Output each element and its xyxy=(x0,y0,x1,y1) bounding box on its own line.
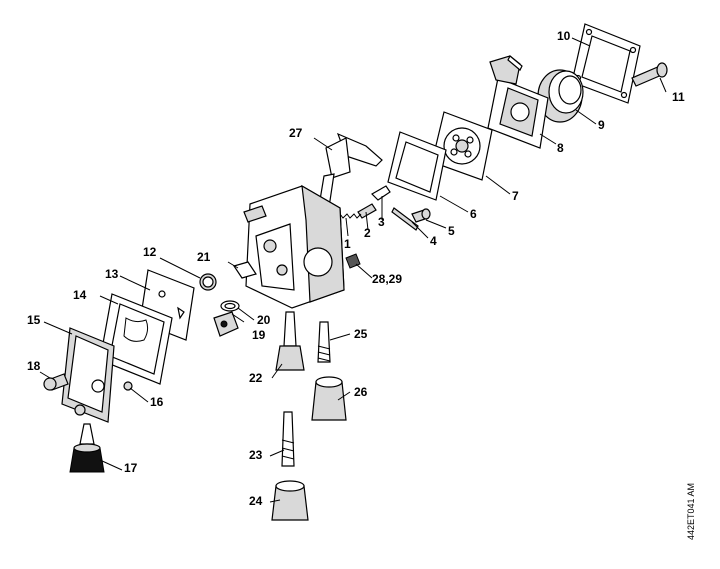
callout-16: 16 xyxy=(150,395,164,409)
part-11-screw xyxy=(631,62,668,87)
part-20-seal-ring xyxy=(220,300,240,312)
callout-25: 25 xyxy=(354,327,368,341)
part-26-limiter-cap xyxy=(311,376,347,421)
part-27-choke-lever xyxy=(317,132,383,215)
callout-5: 5 xyxy=(448,224,455,238)
carburetor-body xyxy=(243,184,345,309)
callout-7: 7 xyxy=(512,189,519,203)
callout-19: 19 xyxy=(252,328,266,342)
part-3-control-lever xyxy=(371,185,391,201)
callout-leader-lines xyxy=(39,37,667,503)
callout-1: 1 xyxy=(344,237,351,251)
callout-27: 27 xyxy=(289,126,303,140)
part-14-diaphragm xyxy=(99,293,173,385)
part-12-screen xyxy=(199,273,217,291)
part-10-gasket xyxy=(571,23,641,104)
part-8-pump-cover xyxy=(487,55,549,149)
drawing-code: 442ET041 AM xyxy=(686,482,696,540)
part-7-diaphragm xyxy=(431,111,493,181)
part-25-low-speed-screw xyxy=(317,321,331,363)
callout-22: 22 xyxy=(249,371,263,385)
callout-3: 3 xyxy=(378,215,385,229)
part-23-idle-screw xyxy=(281,411,295,467)
callout-17: 17 xyxy=(124,461,138,475)
callout-21: 21 xyxy=(197,250,211,264)
callout-23: 23 xyxy=(249,448,263,462)
part-4-pin xyxy=(391,207,419,231)
part-17-adjusting-knob xyxy=(69,423,105,473)
callout-2: 2 xyxy=(364,226,371,240)
callout-8: 8 xyxy=(557,141,564,155)
callout-12: 12 xyxy=(143,245,157,259)
callout-9: 9 xyxy=(598,118,605,132)
callout-11: 11 xyxy=(672,90,685,104)
callout-18: 18 xyxy=(27,359,41,373)
callout-26: 26 xyxy=(354,385,368,399)
part-21-strainer xyxy=(233,261,257,279)
callout-24: 24 xyxy=(249,494,263,508)
callout-4: 4 xyxy=(430,234,437,248)
part-6-gasket xyxy=(387,131,447,201)
part-19-nipple xyxy=(213,311,239,337)
callout-20: 20 xyxy=(257,313,271,327)
callout-14: 14 xyxy=(73,288,87,302)
part-24-limiter-cap xyxy=(271,480,309,521)
part-5-screw xyxy=(411,208,431,223)
callout-13: 13 xyxy=(105,267,119,281)
part-22-high-speed-screw xyxy=(275,311,305,371)
callout-6: 6 xyxy=(470,207,477,221)
callout-28-29: 28,29 xyxy=(372,272,403,286)
callout-10: 10 xyxy=(557,29,571,43)
callout-15: 15 xyxy=(27,313,41,327)
part-2-inlet-needle xyxy=(357,203,377,219)
part-15-end-cover xyxy=(61,327,115,423)
part-9-pump-cap xyxy=(537,69,584,123)
